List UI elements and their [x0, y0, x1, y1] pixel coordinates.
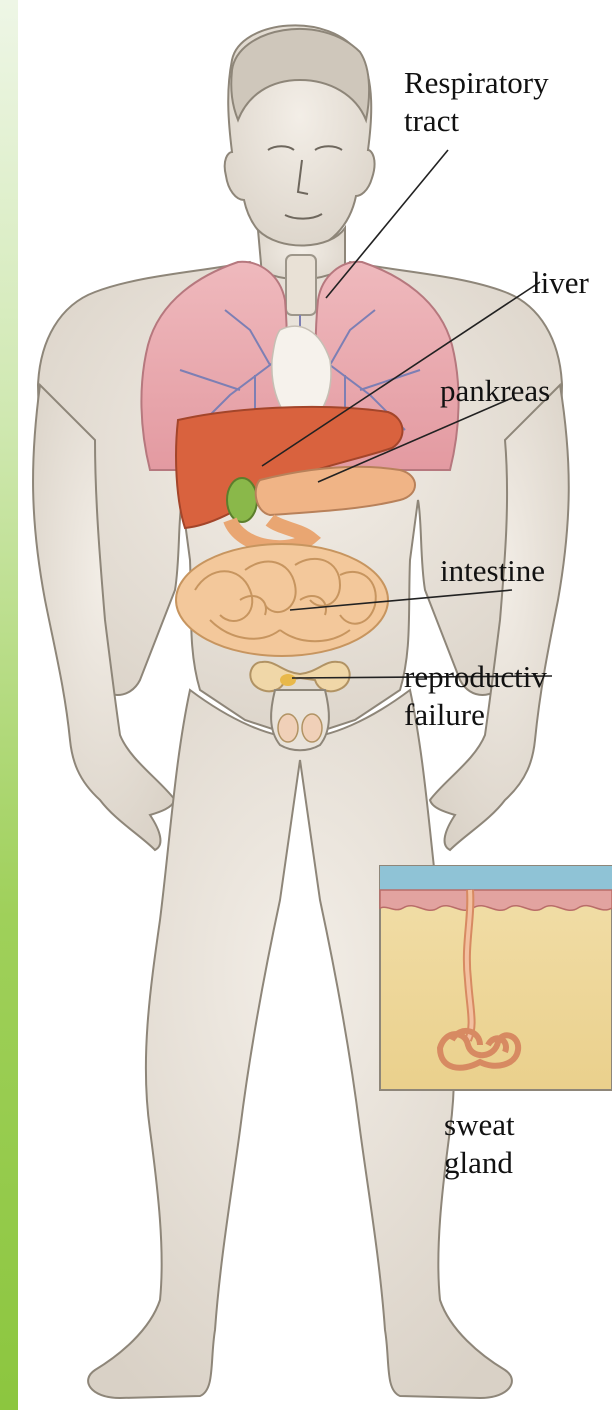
trachea-shape	[286, 255, 316, 315]
label-reproductive-failure: reproductiv failure	[404, 658, 547, 734]
intestine-shape	[176, 544, 388, 656]
label-intestine: intestine	[440, 552, 545, 590]
label-respiratory-tract: Respiratory tract	[404, 64, 549, 140]
label-sweat-gland: sweat gland	[444, 1106, 515, 1182]
label-pankreas: pankreas	[440, 372, 550, 410]
sweat-gland-inset	[380, 866, 612, 1090]
gallbladder-shape	[227, 478, 257, 522]
label-liver: liver	[532, 264, 589, 302]
